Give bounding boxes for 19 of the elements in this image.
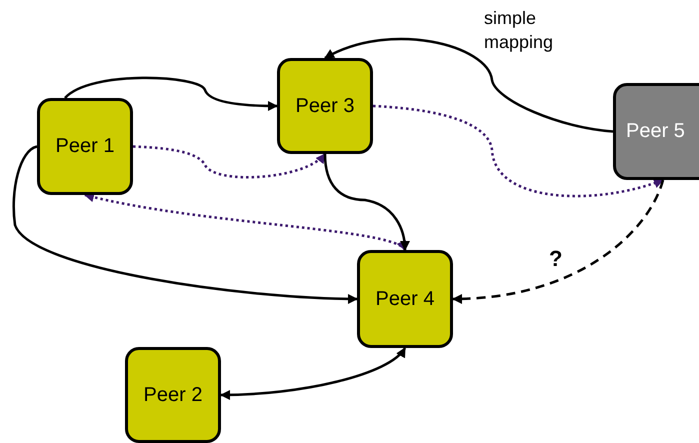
arrow	[84, 192, 406, 251]
arrow	[324, 154, 410, 251]
arrow	[64, 76, 278, 111]
peer-label: Peer 2	[144, 384, 202, 406]
arrow	[132, 145, 326, 179]
arrow	[452, 180, 664, 304]
peer-box	[357, 250, 453, 348]
peer-label: Peer 4	[376, 288, 434, 310]
peer-label: Peer 1	[56, 135, 114, 158]
arrow	[220, 347, 406, 400]
arrow	[372, 104, 664, 198]
peer-box	[613, 83, 699, 180]
peer-label: Peer 5	[626, 120, 685, 143]
arrow	[324, 38, 614, 133]
arrow	[12, 145, 358, 304]
peer-box	[37, 98, 133, 195]
peer-box	[277, 58, 373, 154]
peer-box	[125, 347, 221, 443]
peer-label: Peer 3	[296, 94, 354, 118]
